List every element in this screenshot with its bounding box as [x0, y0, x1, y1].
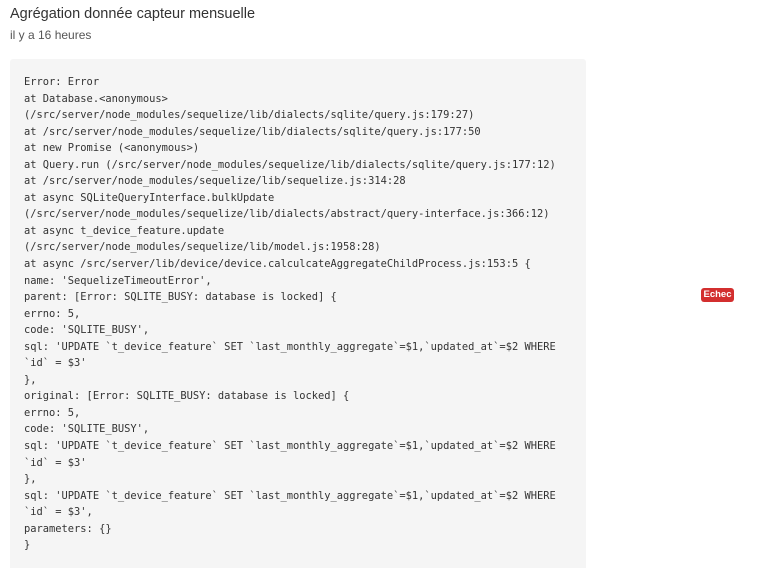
log-line: errno: 5,: [24, 307, 81, 320]
log-line: sql: 'UPDATE `t_device_feature` SET `las…: [24, 489, 556, 502]
log-line: at Query.run (/src/server/node_modules/s…: [24, 158, 556, 171]
log-line: `id` = $3': [24, 357, 87, 370]
log-line: }: [24, 539, 31, 552]
log-line: at new Promise (<anonymous>): [24, 142, 200, 155]
log-line: (/src/server/node_modules/sequelize/lib/…: [24, 208, 550, 221]
log-line: (/src/server/node_modules/sequelize/lib/…: [24, 241, 381, 254]
log-line: },: [24, 373, 37, 386]
log-line: parameters: {}: [24, 522, 112, 535]
log-line: (/src/server/node_modules/sequelize/lib/…: [24, 109, 475, 122]
log-line: `id` = $3',: [24, 506, 93, 519]
log-line: code: 'SQLITE_BUSY',: [24, 423, 150, 436]
log-line: sql: 'UPDATE `t_device_feature` SET `las…: [24, 340, 556, 353]
log-line: at async /src/server/lib/device/device.c…: [24, 258, 531, 271]
job-title: Agrégation donnée capteur mensuelle: [10, 6, 256, 22]
log-line: parent: [Error: SQLITE_BUSY: database is…: [24, 291, 337, 304]
log-line: Error: Error: [24, 76, 100, 88]
log-line: sql: 'UPDATE `t_device_feature` SET `las…: [24, 440, 556, 453]
log-line: errno: 5,: [24, 406, 81, 419]
log-line: at async SQLiteQueryInterface.bulkUpdate: [24, 191, 275, 204]
log-line: `id` = $3': [24, 456, 87, 469]
log-line: at /src/server/node_modules/sequelize/li…: [24, 125, 481, 138]
log-line: at async t_device_feature.update: [24, 224, 225, 237]
log-line: at Database.<anonymous>: [24, 92, 168, 105]
log-line: code: 'SQLITE_BUSY',: [24, 324, 150, 337]
job-timestamp: il y a 16 heures: [10, 28, 92, 42]
error-log: Error: Error at Database.<anonymous> (/src…: [10, 59, 586, 568]
log-line: original: [Error: SQLITE_BUSY: database …: [24, 390, 350, 403]
log-line: },: [24, 473, 37, 486]
status-badge: Echec: [701, 288, 734, 302]
log-line: name: 'SequelizeTimeoutError',: [24, 274, 212, 287]
log-line: at /src/server/node_modules/sequelize/li…: [24, 175, 406, 188]
